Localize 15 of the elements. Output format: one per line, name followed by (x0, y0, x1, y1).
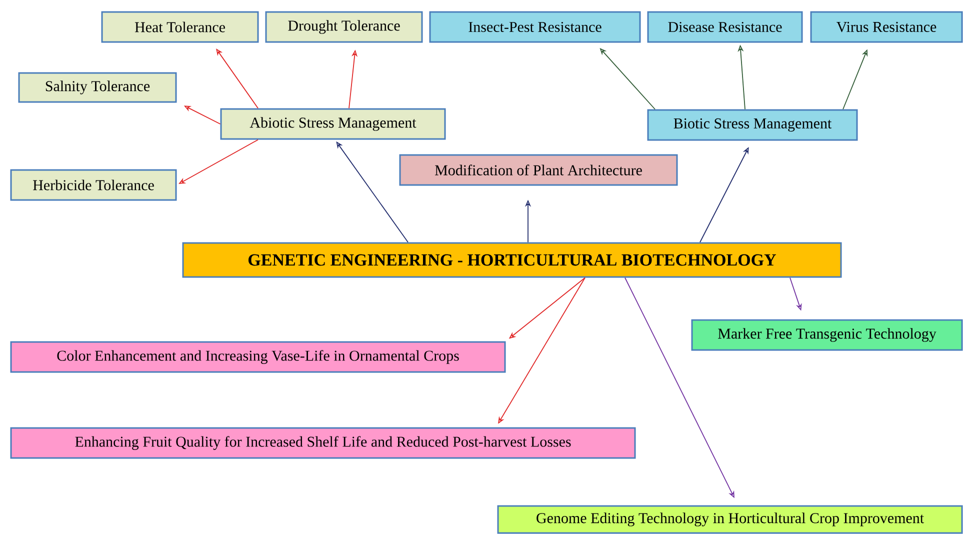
topic-box: Genome Editing Technology in Horticultural Crop Improvement (497, 505, 963, 534)
topic-box: Drought Tolerance (265, 11, 423, 43)
topic-box: Salnity Tolerance (18, 72, 177, 103)
topic-box: Color Enhancement and Increasing Vase-Life in Ornamental Crops (10, 341, 506, 373)
topic-box: Disease Resistance (647, 11, 803, 43)
topic-box: Enhancing Fruit Quality for Increased Shelf Life and Reduced Post-harvest Losses (10, 427, 636, 459)
topic-box: Herbicide Tolerance (10, 169, 177, 201)
topic-box: Biotic Stress Management (647, 109, 858, 141)
topic-box: Virus Resistance (810, 11, 963, 43)
topic-box: Heat Tolerance (101, 11, 259, 43)
topic-box: Modification of Plant Architecture (399, 154, 678, 186)
title-box: GENETIC ENGINEERING - HORTICULTURAL BIOTECHNOLOGY (182, 242, 842, 278)
topic-box: Abiotic Stress Management (220, 108, 446, 140)
topic-box: Marker Free Transgenic Technology (691, 319, 963, 351)
topic-box: Insect-Pest Resistance (429, 11, 641, 43)
